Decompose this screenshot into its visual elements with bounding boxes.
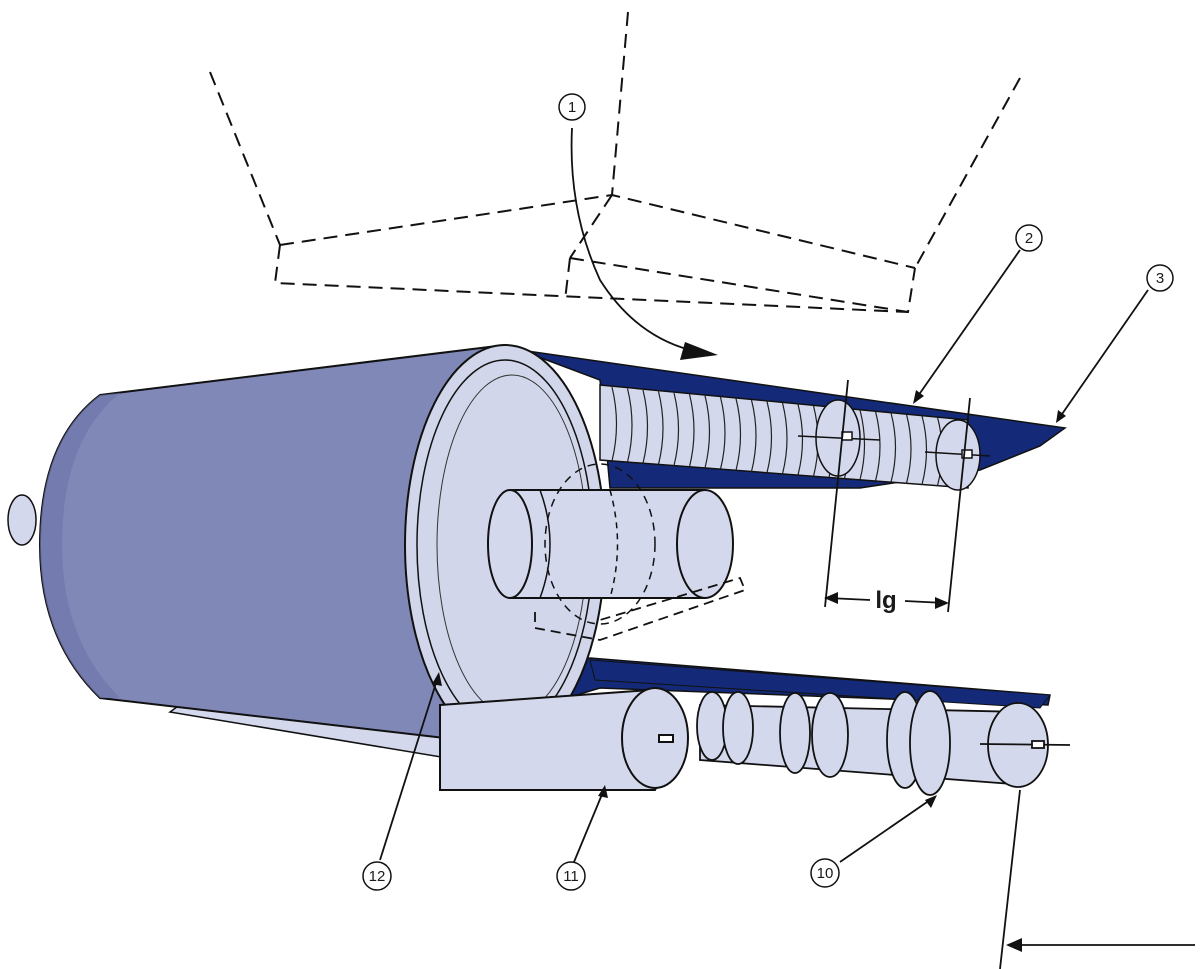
feed-arrowhead <box>680 342 718 360</box>
leader-11 <box>573 791 604 863</box>
arrowhead-12 <box>432 672 442 686</box>
svg-text:10: 10 <box>817 865 834 882</box>
leader-2 <box>917 249 1021 397</box>
lg-ext-left <box>824 379 849 608</box>
rotor-disc-ridge <box>626 388 633 463</box>
rotor-disc-ridge <box>859 409 866 480</box>
dimension-label-lg: lg <box>875 587 896 614</box>
lg-ext-right <box>947 397 971 613</box>
callout-leaders <box>379 127 1195 969</box>
callout-12: 12 <box>362 861 392 891</box>
rotor-disc-ridge <box>890 412 897 483</box>
rotor-disc-stack <box>599 384 991 491</box>
rotor-disc-ridge <box>642 389 649 464</box>
rotor-disc-ridge <box>797 404 804 476</box>
callout-10: 10 <box>810 858 840 888</box>
feed-hopper <box>209 11 1021 314</box>
svg-text:1: 1 <box>568 99 576 116</box>
dashed-bracket <box>534 576 747 641</box>
rotor-disc-ridge <box>766 401 773 473</box>
arrowhead-11 <box>598 785 608 798</box>
arrowhead-3 <box>1056 410 1066 423</box>
rotor-disc-ridge <box>704 395 711 469</box>
leader-10 <box>839 799 931 863</box>
rotor-disc-ridge <box>874 411 881 482</box>
drum-body <box>7 343 506 747</box>
rotor-disc-ridge <box>735 398 742 471</box>
lg-arrowhead-left <box>824 592 838 604</box>
rotor-disc-ridge <box>657 391 664 465</box>
rotor-disc-ridge <box>921 415 928 485</box>
feed-flow-arrow <box>570 127 691 351</box>
leader-3 <box>1059 289 1149 418</box>
rotor-disc-ridge <box>905 414 912 484</box>
rotor-disc-ridge <box>750 399 757 472</box>
callout-11: 11 <box>556 861 586 891</box>
callout-1: 1 <box>558 93 586 121</box>
rotor-10 <box>696 690 1071 796</box>
arrowheads <box>432 342 1066 952</box>
leader-12 <box>379 679 438 861</box>
svg-text:12: 12 <box>369 868 386 885</box>
callout-3: 3 <box>1146 264 1174 292</box>
drum-shaft <box>487 463 734 625</box>
outfeed-arrowhead <box>1006 938 1022 952</box>
svg-text:3: 3 <box>1156 270 1164 287</box>
rotor-disc-ridge <box>673 392 680 466</box>
outfeed-vertical <box>999 789 1021 969</box>
svg-text:2: 2 <box>1025 230 1033 247</box>
rotor-disc-ridge <box>781 402 788 475</box>
callout-2: 2 <box>1015 224 1043 252</box>
rotor-disc-ridge <box>611 386 618 462</box>
svg-text:11: 11 <box>563 868 579 885</box>
arrowhead-10 <box>925 795 937 808</box>
rotor-disc-ridge <box>688 394 695 467</box>
roller-11 <box>439 687 689 791</box>
lg-arrowhead-right <box>935 597 949 609</box>
rotor-disc-ridge <box>719 396 726 470</box>
arrowhead-2 <box>913 390 924 404</box>
